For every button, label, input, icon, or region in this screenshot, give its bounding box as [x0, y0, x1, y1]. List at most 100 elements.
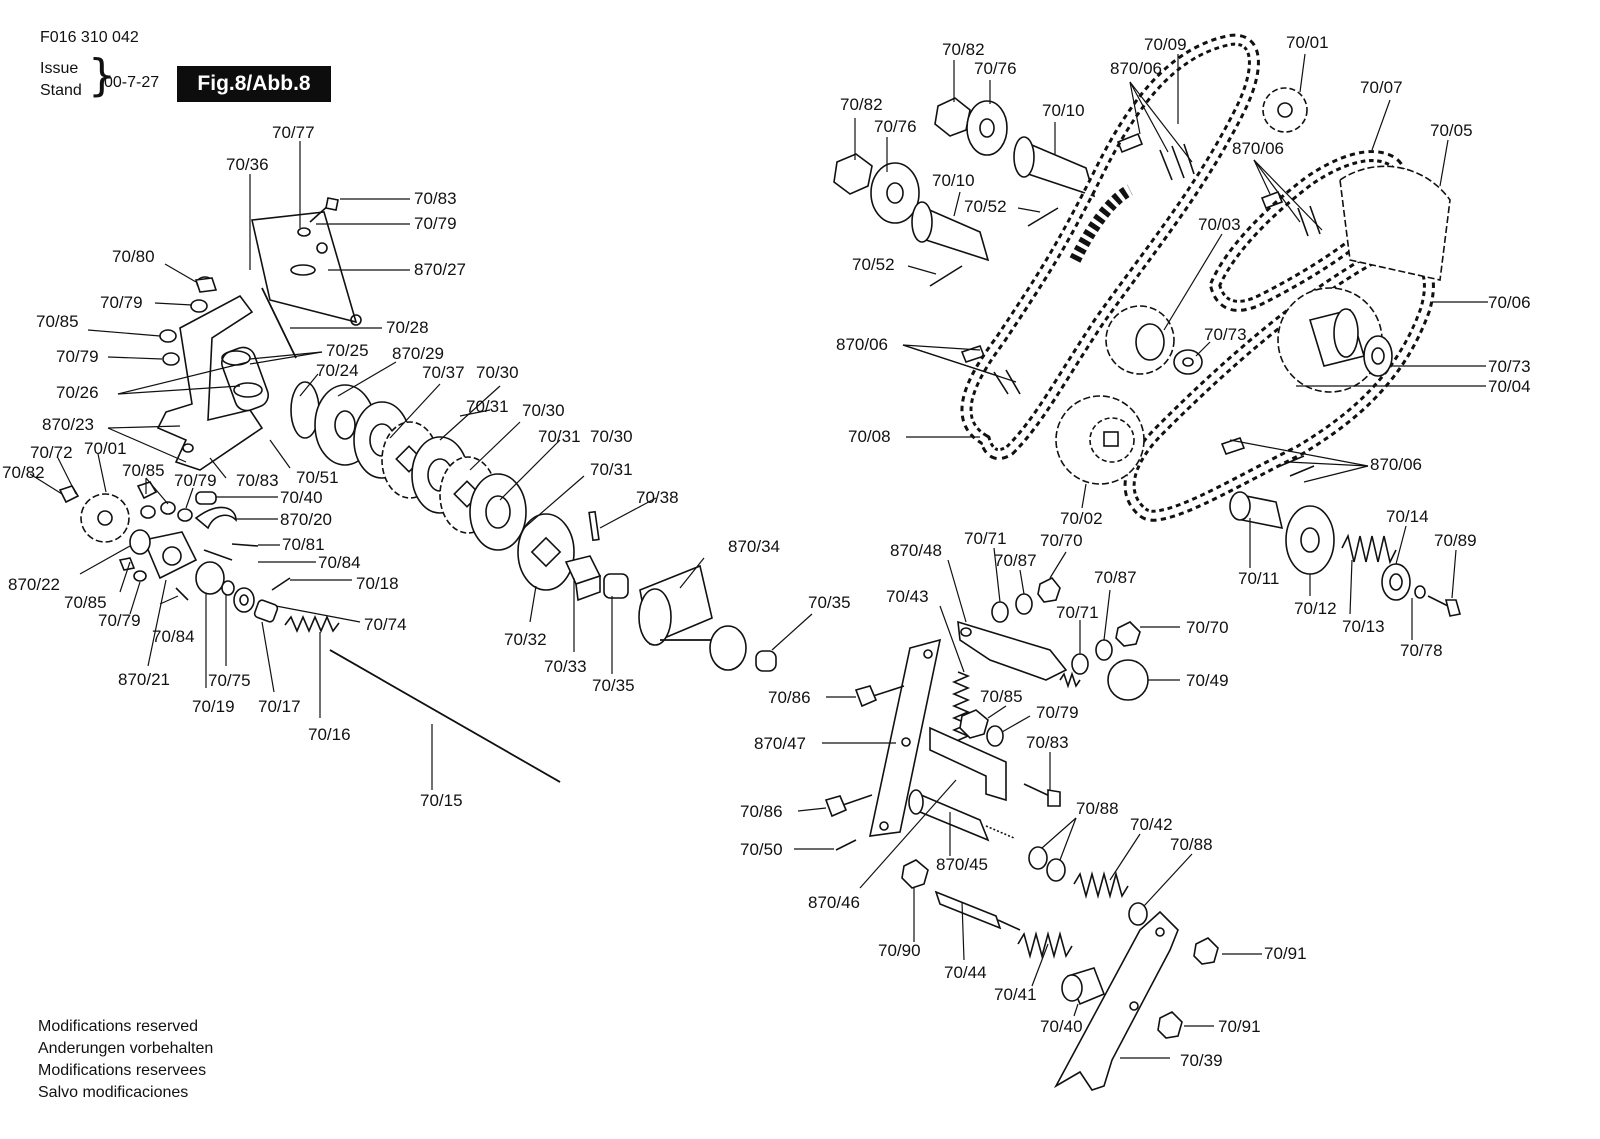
part-label: 70/37 [422, 363, 465, 382]
part-label: 70/85 [64, 593, 107, 612]
part-label: 70/16 [308, 725, 351, 744]
part-label: 70/15 [420, 791, 463, 810]
arm-70-39 [1053, 910, 1179, 1091]
part-label: 70/88 [1076, 799, 1119, 818]
part-label: 70/38 [636, 488, 679, 507]
nut-70-82-a [833, 153, 873, 195]
part-label: 870/29 [392, 344, 444, 363]
document-number: F016 310 042 [40, 29, 139, 46]
part-label: 70/70 [1040, 531, 1083, 550]
footer-line-fr: Modifications reservees [38, 1062, 207, 1079]
part-label: 70/82 [942, 40, 985, 59]
part-label: 70/39 [1180, 1051, 1223, 1070]
part-label: 70/18 [356, 574, 399, 593]
figure-badge: Fig.8/Abb.8 [177, 66, 331, 102]
part-label: 70/86 [740, 802, 783, 821]
part-label: 70/79 [174, 471, 217, 490]
part-label: 70/79 [100, 293, 143, 312]
part-label: 70/30 [522, 401, 565, 420]
part-label: 70/91 [1218, 1017, 1261, 1036]
part-label: 70/74 [364, 615, 407, 634]
part-label: 870/06 [1232, 139, 1284, 158]
part-label: 70/77 [272, 123, 315, 142]
part-label: 70/40 [1040, 1017, 1083, 1036]
part-label: 70/52 [852, 255, 895, 274]
pin-870-45 [912, 790, 990, 842]
part-label: 70/76 [874, 117, 917, 136]
part-label: 70/81 [282, 535, 325, 554]
part-label: 70/72 [30, 443, 73, 462]
part-label: 70/73 [1488, 357, 1531, 376]
spring-70-41 [1017, 930, 1073, 960]
part-label: 70/78 [1400, 641, 1443, 660]
part-label: 70/10 [932, 171, 975, 190]
bracket-870-46 [929, 726, 1007, 802]
part-label: 70/14 [1386, 507, 1429, 526]
stand-label: Stand [40, 82, 82, 99]
part-label: 70/84 [318, 553, 361, 572]
plate-870-48 [957, 620, 1068, 681]
footer-line-de: Anderungen vorbehalten [38, 1040, 214, 1057]
part-label: 70/43 [886, 587, 929, 606]
part-label: 70/08 [848, 427, 891, 446]
part-label: 70/85 [122, 461, 165, 480]
part-label: 70/19 [192, 697, 235, 716]
part-labels: 70/77 70/36 70/83 70/79 870/27 70/80 70/… [2, 33, 1531, 1070]
part-label: 70/85 [36, 312, 79, 331]
part-label: 70/12 [1294, 599, 1337, 618]
part-label: 70/40 [280, 488, 323, 507]
part-label: 70/83 [414, 189, 457, 208]
part-label: 70/44 [944, 963, 987, 982]
right-assembly-parts [833, 33, 1462, 617]
part-label: 70/30 [590, 427, 633, 446]
part-label: 70/10 [1042, 101, 1085, 120]
part-label: 870/27 [414, 260, 466, 279]
part-label: 70/83 [236, 471, 279, 490]
part-label: 70/52 [964, 197, 1007, 216]
part-label: 870/20 [280, 510, 332, 529]
sprocket-70-01-left [80, 493, 130, 543]
part-label: 70/13 [1342, 617, 1385, 636]
part-label: 70/28 [386, 318, 429, 337]
knob-70-49 [1107, 659, 1149, 701]
lever-assembly-parts [824, 576, 1219, 1091]
spring-70-13 [1341, 533, 1397, 565]
chain-70-08-link [1069, 184, 1134, 263]
part-label: 70/79 [98, 611, 141, 630]
part-label: 70/71 [964, 529, 1007, 548]
part-label: 870/47 [754, 734, 806, 753]
footer-line-en: Modifications reserved [38, 1018, 199, 1035]
part-label: 70/24 [316, 361, 359, 380]
disc-70-12 [1285, 505, 1335, 575]
part-label: 870/06 [1110, 59, 1162, 78]
bearing-plate-870-21 [142, 531, 198, 580]
rod-70-44 [934, 890, 1002, 930]
part-label: 70/05 [1430, 121, 1473, 140]
part-label: 870/23 [42, 415, 94, 434]
part-label: 70/51 [296, 468, 339, 487]
issue-date: 00-7-27 [104, 74, 160, 91]
part-label: 70/76 [974, 59, 1017, 78]
part-label: 70/75 [208, 671, 251, 690]
part-label: 70/06 [1488, 293, 1531, 312]
part-label: 70/82 [840, 95, 883, 114]
part-label: 70/41 [994, 985, 1037, 1004]
part-label: 70/35 [808, 593, 851, 612]
part-label: 70/86 [768, 688, 811, 707]
part-label: 70/03 [1198, 215, 1241, 234]
part-label: 70/73 [1204, 325, 1247, 344]
part-label: 70/70 [1186, 618, 1229, 637]
part-label: 70/71 [1056, 603, 1099, 622]
part-label: 70/42 [1130, 815, 1173, 834]
part-label: 70/31 [590, 460, 633, 479]
brace-symbol: } [88, 50, 116, 101]
sprocket-70-01-right [1262, 87, 1308, 133]
part-label: 70/84 [152, 627, 195, 646]
part-label: 70/90 [878, 941, 921, 960]
part-label: 70/85 [980, 687, 1023, 706]
part-label: 870/06 [836, 335, 888, 354]
part-label: 70/09 [1144, 35, 1187, 54]
part-label: 870/48 [890, 541, 942, 560]
